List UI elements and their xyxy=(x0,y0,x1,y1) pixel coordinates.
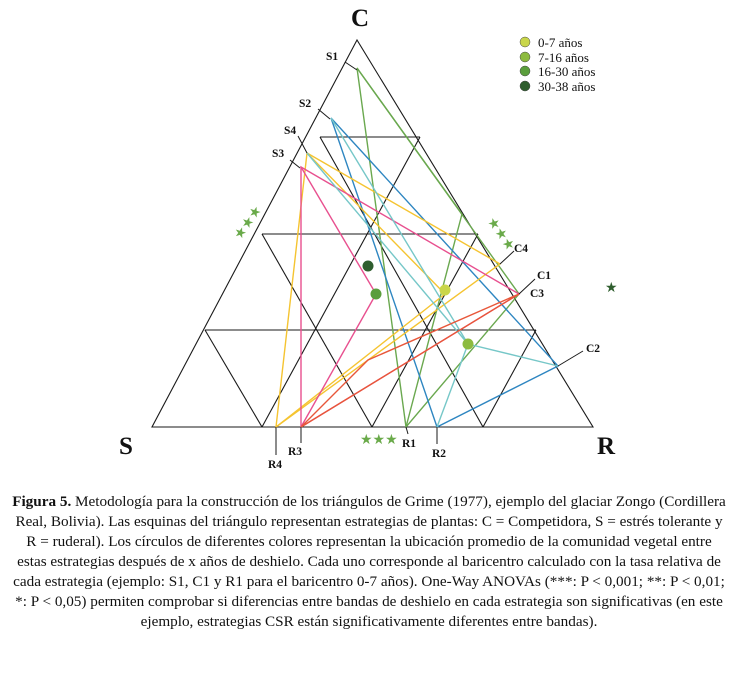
vertex-label-c4: C4 xyxy=(514,243,528,255)
vertex-label-s3: S3 xyxy=(272,148,284,160)
legend-dot-7-16 xyxy=(519,51,531,63)
grid-line xyxy=(204,329,263,428)
triangle-band-red xyxy=(300,293,520,428)
triangle-grid xyxy=(151,38,594,428)
triangle-line xyxy=(436,343,469,428)
legend-dot-30-38 xyxy=(519,80,531,92)
significance-stars-r: ★ xyxy=(605,280,618,296)
triangle-line xyxy=(300,293,377,428)
triangle-line xyxy=(405,213,463,428)
triangle-band-16-30 xyxy=(330,117,560,428)
significance-stars-c: ★★★ xyxy=(483,214,518,254)
triangle-line xyxy=(306,152,446,295)
vertex-label-s2: S2 xyxy=(299,98,311,110)
vertex-label-r2: R2 xyxy=(432,448,446,460)
legend-label-0-7: 0-7 años xyxy=(538,35,582,50)
barycenter-30-38 xyxy=(362,260,374,272)
legend: 0-7 años 7-16 años 16-30 años 30-38 años xyxy=(519,35,595,94)
caption-text: Metodología para la construcción de los … xyxy=(13,493,726,630)
barycenter-16-30 xyxy=(370,288,382,300)
barycenter-7-16 xyxy=(462,338,474,350)
vertex-label-r4: R4 xyxy=(268,459,282,471)
leader-line xyxy=(317,108,331,120)
leader-line xyxy=(499,250,515,265)
leader-line xyxy=(289,159,301,169)
legend-label-16-30: 16-30 años xyxy=(538,64,595,79)
figure-caption: Figura 5. Metodología para la construcci… xyxy=(12,492,726,632)
grid-line xyxy=(319,136,484,428)
leader-lines xyxy=(275,61,584,455)
legend-dot-16-30 xyxy=(519,65,531,77)
leader-line xyxy=(518,278,536,295)
strategy-triangles xyxy=(275,67,560,429)
triangle-line xyxy=(306,152,469,345)
legend-dot-0-7 xyxy=(519,36,531,48)
barycenter-0-7 xyxy=(439,284,451,296)
vertex-label-s4: S4 xyxy=(284,125,296,137)
triangle-line xyxy=(356,67,463,215)
legend-label-7-16: 7-16 años xyxy=(538,50,589,65)
triangle-band-0-7 xyxy=(275,151,502,429)
grid-line xyxy=(482,329,537,428)
leader-line xyxy=(405,426,409,435)
leader-line xyxy=(344,61,358,71)
grid-line xyxy=(261,136,421,428)
vertex-label-c2: C2 xyxy=(586,343,600,355)
vertex-label-c3: C3 xyxy=(530,288,544,300)
caption-label: Figura 5. xyxy=(12,493,72,510)
vertex-label-r1: R1 xyxy=(402,438,416,450)
vertex-label-r3: R3 xyxy=(288,446,302,458)
triangle-line xyxy=(275,293,446,428)
triangle-line xyxy=(300,166,377,295)
corner-label-c: C xyxy=(351,5,369,32)
significance-stars-bottom: ★★★ xyxy=(360,432,398,448)
vertex-label-s1: S1 xyxy=(326,51,338,63)
vertex-label-c1: C1 xyxy=(537,270,551,282)
corner-label-s: S xyxy=(119,433,133,460)
grid-line xyxy=(371,233,479,428)
legend-label-30-38: 30-38 años xyxy=(538,79,595,94)
leader-line xyxy=(557,350,584,367)
leader-line xyxy=(297,135,308,154)
barycenters xyxy=(362,260,474,350)
grime-triangle-diagram: C S R S1 S2 S4 S3 C4 C1 C3 C2 R1 R2 R3 R… xyxy=(119,5,618,471)
corner-label-r: R xyxy=(597,433,616,460)
